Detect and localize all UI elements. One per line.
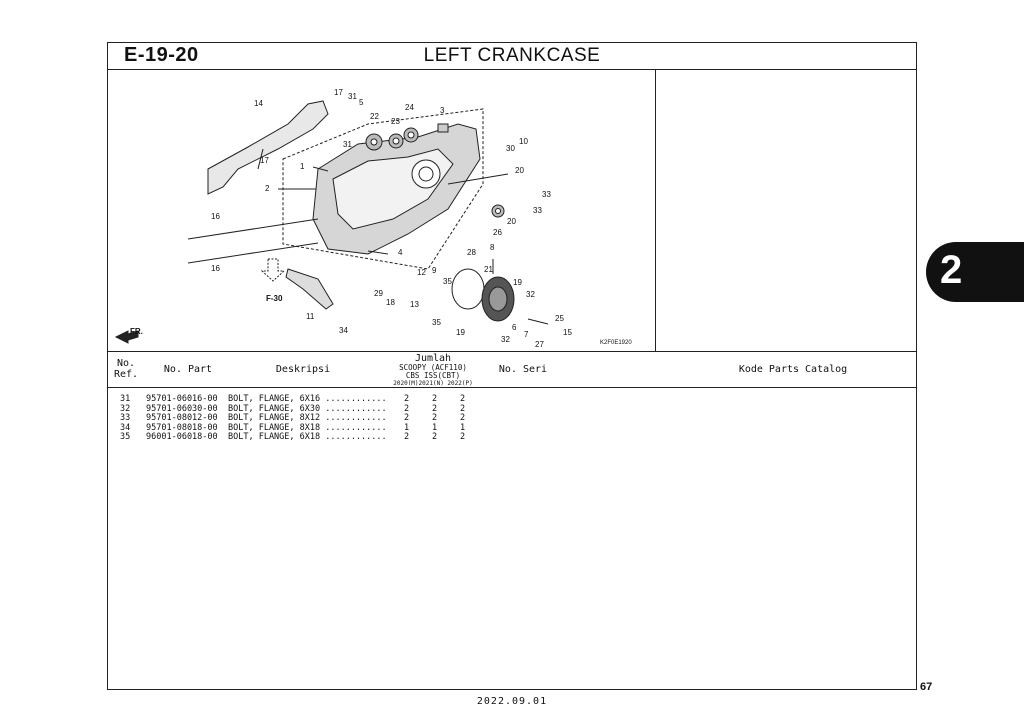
svg-text:20: 20 (515, 166, 524, 175)
table-header: No. Ref. No. Part Deskripsi Jumlah SCOOP… (108, 351, 916, 388)
section-code: E-19-20 (124, 44, 199, 66)
svg-text:17: 17 (334, 88, 343, 97)
svg-text:33: 33 (542, 190, 551, 199)
svg-text:15: 15 (563, 328, 572, 337)
footer-date: 2022.09.01 (476, 696, 548, 707)
svg-text:8: 8 (490, 243, 495, 252)
svg-text:32: 32 (526, 290, 535, 299)
svg-text:35: 35 (432, 318, 441, 327)
svg-text:34: 34 (339, 326, 348, 335)
svg-text:25: 25 (555, 314, 564, 323)
svg-text:20: 20 (507, 217, 516, 226)
svg-text:21: 21 (484, 265, 493, 274)
svg-text:33: 33 (533, 206, 542, 215)
svg-text:14: 14 (254, 99, 263, 108)
header-deskripsi: Deskripsi (275, 364, 331, 375)
page-title: LEFT CRANKCASE (423, 45, 601, 66)
parts-list: 31 95701-06016-00 BOLT, FLANGE, 6X16 ...… (108, 394, 916, 443)
front-label: FR. (130, 327, 143, 336)
header-jumlah: Jumlah SCOOPY (ACF110) CBS ISS(CBT) 2020… (393, 353, 473, 387)
svg-text:30: 30 (506, 144, 515, 153)
svg-text:32: 32 (501, 335, 510, 344)
section-tab: 2 (926, 242, 1024, 302)
title-row: E-19-20 LEFT CRANKCASE (108, 43, 916, 70)
exploded-diagram: 14 17 31 5 22 23 24 3 31 17 1 2 30 10 20… (108, 69, 656, 351)
svg-text:1: 1 (300, 162, 305, 171)
svg-text:19: 19 (513, 278, 522, 287)
svg-text:16: 16 (211, 264, 220, 273)
header-no-part: No. Part (163, 364, 213, 375)
svg-text:7: 7 (524, 330, 529, 339)
table-row: 33 95701-08012-00 BOLT, FLANGE, 8X12 ...… (120, 413, 466, 424)
svg-text:26: 26 (493, 228, 502, 237)
svg-text:16: 16 (211, 212, 220, 221)
image-code: K2F0E1920 (600, 340, 632, 346)
svg-text:5: 5 (359, 98, 364, 107)
header-no-ref: No. Ref. (114, 358, 139, 380)
svg-text:29: 29 (374, 289, 383, 298)
crankcase-drawing: 14 17 31 5 22 23 24 3 31 17 1 2 30 10 20… (114, 88, 632, 349)
svg-text:31: 31 (348, 92, 357, 101)
svg-text:23: 23 (391, 117, 400, 126)
svg-text:6: 6 (512, 323, 517, 332)
svg-text:13: 13 (410, 300, 419, 309)
table-row: 34 95701-08018-00 BOLT, FLANGE, 8X18 ...… (120, 422, 466, 433)
svg-text:12: 12 (417, 268, 426, 277)
catalog-frame: E-19-20 LEFT CRANKCASE (107, 42, 917, 690)
svg-text:17: 17 (260, 156, 269, 165)
svg-text:3: 3 (440, 106, 445, 115)
section-tab-number: 2 (940, 248, 963, 292)
header-kode-parts: Kode Parts Catalog (738, 364, 848, 375)
svg-text:2: 2 (265, 184, 270, 193)
svg-text:22: 22 (370, 112, 379, 121)
svg-text:9: 9 (432, 266, 437, 275)
svg-text:4: 4 (398, 248, 403, 257)
svg-text:11: 11 (306, 312, 315, 321)
svg-text:18: 18 (386, 298, 395, 307)
svg-text:27: 27 (535, 340, 544, 349)
svg-text:10: 10 (519, 137, 528, 146)
table-row: 35 96001-06018-00 BOLT, FLANGE, 6X18 ...… (120, 432, 466, 443)
page-number: 67 (920, 681, 933, 693)
table-row: 31 95701-06016-00 BOLT, FLANGE, 6X16 ...… (120, 394, 466, 404)
header-no-seri: No. Seri (498, 364, 548, 375)
svg-text:24: 24 (405, 103, 414, 112)
svg-text:35: 35 (443, 277, 452, 286)
ref-label: F-30 (266, 294, 283, 303)
svg-text:19: 19 (456, 328, 465, 337)
svg-text:31: 31 (343, 140, 352, 149)
svg-text:28: 28 (467, 248, 476, 257)
table-row: 32 95701-06030-00 BOLT, FLANGE, 6X30 ...… (120, 403, 466, 414)
